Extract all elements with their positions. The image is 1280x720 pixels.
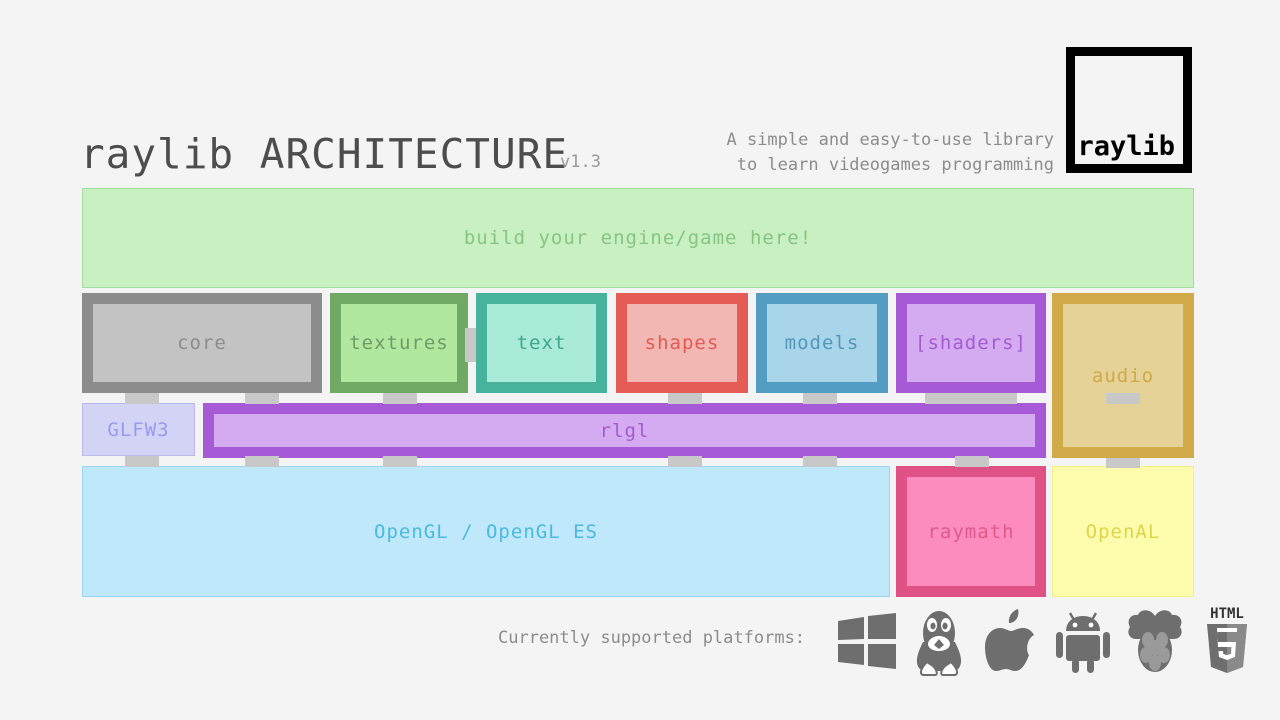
- module-label-1: textures: [349, 332, 449, 354]
- base-label-1: raymath: [927, 520, 1015, 543]
- module-box-shaders[interactable]: [shaders]: [896, 293, 1046, 393]
- raylib-logo: raylib: [1066, 47, 1192, 173]
- module-label-6: audio: [1091, 364, 1155, 387]
- connector-tab: [803, 393, 837, 404]
- connector-tab: [383, 393, 417, 404]
- base-box-opengl[interactable]: OpenGL / OpenGL ES: [82, 466, 890, 597]
- module-label-2: text: [516, 332, 567, 354]
- apple-icon: [980, 605, 1042, 677]
- connector-tab: [383, 456, 417, 467]
- android-icon: [1052, 605, 1114, 677]
- connector-tab: [925, 393, 1017, 404]
- html5-icon: HTML: [1196, 605, 1258, 677]
- connector-tab: [803, 456, 837, 467]
- connector-tab: [465, 328, 476, 362]
- platforms-label: Currently supported platforms:: [498, 628, 806, 648]
- base-label-2: OpenAL: [1085, 520, 1161, 543]
- base-label-0: OpenGL / OpenGL ES: [374, 520, 598, 543]
- title-brand: raylib: [80, 130, 235, 178]
- layer-box-glfw3[interactable]: GLFW3: [82, 403, 195, 456]
- connector-tab: [668, 456, 702, 467]
- page-title: raylib ARCHITECTURE: [80, 130, 568, 178]
- title-main: ARCHITECTURE: [259, 130, 569, 178]
- base-box-raymath[interactable]: raymath: [896, 466, 1046, 597]
- tagline: A simple and easy-to-use library to lear…: [726, 128, 1054, 178]
- module-box-textures[interactable]: textures: [330, 293, 468, 393]
- module-box-shapes[interactable]: shapes: [616, 293, 748, 393]
- module-label-0: core: [177, 332, 227, 354]
- layer-box-rlgl[interactable]: rlgl: [203, 403, 1046, 458]
- tagline-line-2: to learn videogames programming: [736, 155, 1054, 175]
- connector-tab: [668, 393, 702, 404]
- module-box-audio[interactable]: audio: [1052, 293, 1194, 458]
- connector-tab: [245, 393, 279, 404]
- banner-label: build your engine/game here!: [463, 227, 813, 249]
- connector-tab: [125, 393, 159, 404]
- connector-tab: [245, 456, 279, 467]
- module-label-4: models: [784, 332, 860, 354]
- version-label: v1.3: [560, 152, 601, 172]
- connector-tab: [955, 456, 989, 467]
- platform-icons: HTML: [836, 601, 1258, 677]
- windows-icon: [836, 605, 898, 677]
- tagline-line-1: A simple and easy-to-use library: [726, 130, 1054, 150]
- connector-tab: [1106, 458, 1140, 468]
- module-box-core[interactable]: core: [82, 293, 322, 393]
- layer-label-0: GLFW3: [107, 418, 170, 441]
- base-box-openal[interactable]: OpenAL: [1052, 466, 1194, 597]
- layer-label-1: rlgl: [599, 419, 650, 442]
- linux-tux-icon: [908, 605, 970, 677]
- raspberry-pi-icon: [1124, 605, 1186, 677]
- module-label-3: shapes: [644, 332, 720, 354]
- raylib-logo-text: raylib: [1077, 131, 1175, 162]
- module-box-models[interactable]: models: [756, 293, 888, 393]
- connector-tab: [1106, 393, 1140, 404]
- connector-tab: [125, 456, 159, 467]
- banner-build-your-game: build your engine/game here!: [82, 188, 1194, 288]
- module-label-5: [shaders]: [915, 332, 1027, 354]
- module-box-text[interactable]: text: [476, 293, 607, 393]
- svg-text:HTML: HTML: [1210, 606, 1244, 622]
